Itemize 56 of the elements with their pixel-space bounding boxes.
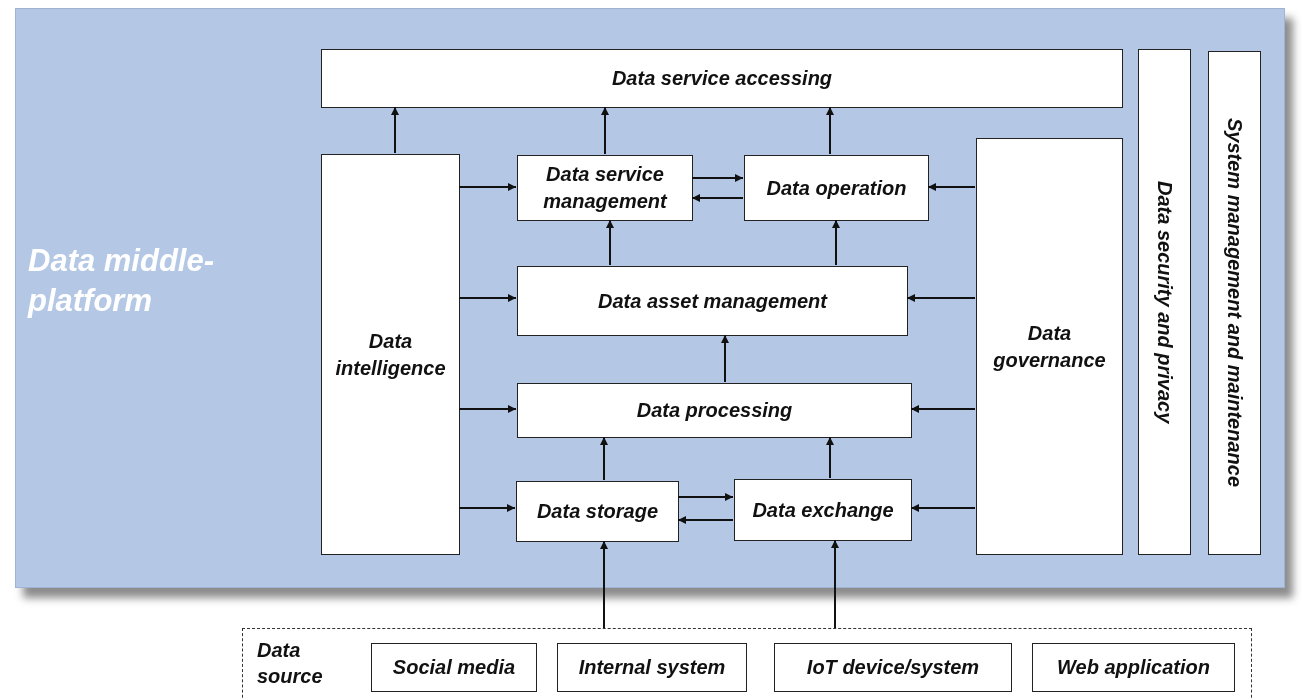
- group-heading: Data middle-platform: [28, 242, 216, 321]
- vertical-layer-box: [1138, 49, 1191, 555]
- arrow: [832, 219, 840, 266]
- module-box: [321, 154, 460, 555]
- module-label: Web application: [1057, 655, 1210, 680]
- module-label: Data operation: [766, 175, 907, 201]
- arrow: [601, 106, 609, 155]
- arrow: [600, 540, 608, 629]
- arrow: [910, 405, 976, 413]
- arrow: [600, 436, 608, 481]
- module-label: Data exchange: [752, 497, 894, 523]
- module-box: [557, 643, 747, 692]
- module-label: Internal system: [578, 655, 726, 680]
- arrow: [606, 219, 614, 266]
- arrow: [910, 504, 976, 512]
- module-label: Data service accessing: [611, 66, 833, 91]
- arrow: [826, 106, 834, 155]
- module-label: Social media: [392, 655, 516, 680]
- group-heading: Data source: [257, 638, 324, 689]
- platform-panel: [15, 8, 1285, 588]
- module-label: System management and maintenance: [1223, 118, 1247, 488]
- module-box: [517, 266, 908, 336]
- module-box: [774, 643, 1012, 692]
- module-label: IoT device/system: [806, 655, 980, 680]
- module-box: [734, 479, 912, 541]
- module-label: Data storage: [536, 499, 659, 524]
- module-label: Data governance: [992, 320, 1107, 373]
- arrow: [691, 194, 744, 202]
- arrow: [458, 183, 517, 191]
- arrow: [906, 294, 976, 302]
- arrow: [677, 516, 734, 524]
- module-box: [516, 481, 679, 542]
- module-box: [744, 155, 929, 221]
- vertical-layer-box: [1208, 51, 1261, 555]
- arrow: [677, 493, 734, 501]
- module-box: [321, 49, 1123, 108]
- arrow: [391, 106, 399, 154]
- arrow: [458, 405, 517, 413]
- module-box: [517, 155, 693, 221]
- arrow: [691, 174, 744, 182]
- module-box: [517, 383, 912, 438]
- module-box: [371, 643, 537, 692]
- arrow: [458, 504, 516, 512]
- arrow: [721, 334, 729, 383]
- arrow: [927, 183, 976, 191]
- arrow: [831, 539, 839, 629]
- module-label: Data processing: [636, 398, 793, 423]
- arrow: [826, 436, 834, 479]
- module-box: [976, 138, 1123, 555]
- source-group-box: [242, 628, 1252, 699]
- module-label: Data service management: [542, 162, 669, 214]
- module-box: [1032, 643, 1235, 692]
- module-label: Data security and privacy: [1153, 180, 1177, 424]
- arrow: [458, 294, 517, 302]
- module-label: Data asset management: [598, 288, 827, 314]
- module-label: Data intelligence: [334, 328, 447, 381]
